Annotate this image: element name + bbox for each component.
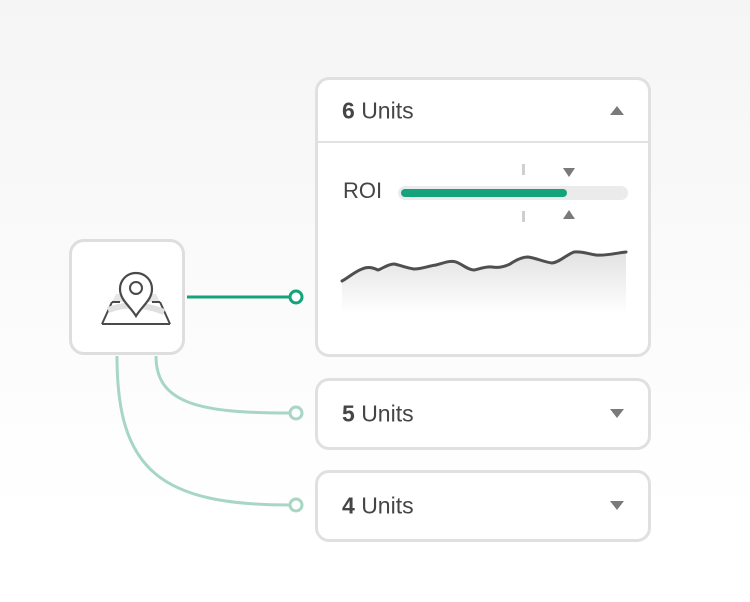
units-label: Units [361, 492, 414, 519]
units-card-6-title: 6 Units [342, 99, 414, 122]
map-pin-icon [101, 271, 171, 325]
roi-upper-marker-icon[interactable] [563, 168, 575, 177]
roi-lower-marker-icon[interactable] [563, 210, 575, 219]
units-card-5-title: 5 Units [342, 400, 414, 427]
roi-label: ROI [343, 178, 383, 203]
roi-tick-top [522, 164, 525, 175]
expand-caret-icon[interactable] [610, 501, 624, 510]
units-card-6: 6 Units ROI [315, 77, 651, 357]
roi-tick-bottom [522, 211, 525, 222]
units-count: 4 [342, 492, 355, 519]
units-card-5-header[interactable]: 5 Units [318, 381, 648, 447]
connector-inactive-1 [154, 355, 291, 415]
units-card-4-header[interactable]: 4 Units [318, 473, 648, 539]
units-label: Units [361, 400, 414, 427]
units-card-4[interactable]: 4 Units [315, 470, 651, 542]
units-card-6-header[interactable]: 6 Units [318, 80, 648, 143]
collapse-caret-icon[interactable] [610, 105, 624, 115]
units-label: Units [361, 97, 414, 123]
roi-sparkline-area [342, 252, 626, 314]
roi-progress-fill [401, 189, 567, 197]
connector-inactive-1-dot [288, 405, 304, 421]
connector-inactive-2-dot [288, 497, 304, 513]
expand-caret-icon[interactable] [610, 409, 624, 418]
units-card-4-title: 4 Units [342, 492, 414, 519]
connector-active-dot [288, 289, 304, 305]
roi-progress-bar [398, 186, 628, 200]
location-node[interactable] [69, 239, 185, 355]
roi-sparkline-line [340, 250, 628, 283]
units-card-5[interactable]: 5 Units [315, 378, 651, 450]
units-count: 5 [342, 400, 355, 427]
units-count: 6 [342, 97, 355, 123]
connector-inactive-2 [115, 355, 291, 507]
roi-sparkline [340, 250, 628, 314]
